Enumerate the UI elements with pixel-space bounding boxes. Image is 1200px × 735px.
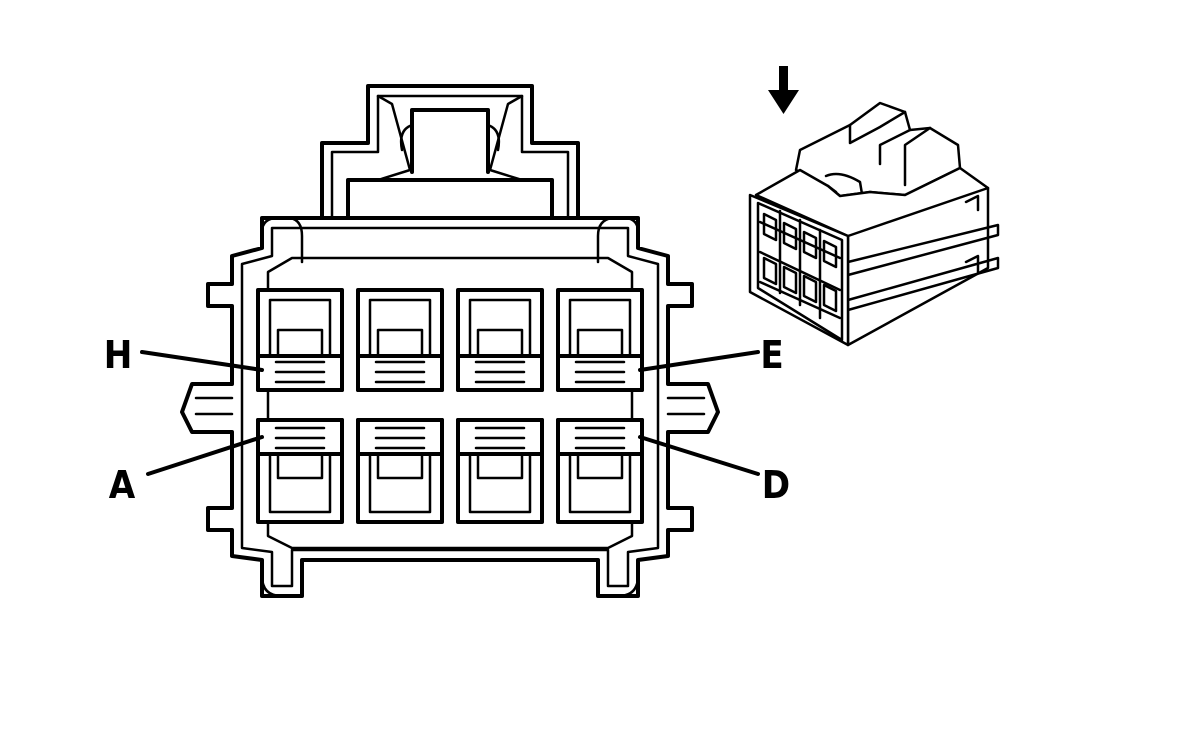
leader-lines (140, 350, 760, 476)
cavity-g (356, 288, 444, 392)
down-arrow-icon (768, 66, 799, 114)
cavity-f (456, 288, 544, 392)
connector-isometric-view (748, 101, 1000, 347)
housing-outline (180, 216, 720, 598)
cavity-h (256, 288, 344, 392)
pin-label-h: H (104, 333, 133, 377)
pin-label-d: D (762, 463, 790, 507)
connector-face-view: H E A D (104, 84, 790, 598)
leader-line-d (638, 435, 760, 476)
cavity-row-upper (256, 288, 644, 392)
cavity-row-lower (256, 418, 644, 524)
cavity-d (556, 418, 644, 524)
cavity-e (556, 288, 644, 392)
cavity-c (456, 418, 544, 524)
leader-line-h (140, 350, 264, 372)
cavity-b (356, 418, 444, 524)
leader-line-a (146, 435, 264, 476)
leader-line-e (638, 350, 760, 372)
latch-tower (320, 84, 580, 220)
pin-label-a: A (109, 463, 136, 507)
pin-label-e: E (760, 333, 783, 377)
cavity-a (256, 418, 344, 524)
